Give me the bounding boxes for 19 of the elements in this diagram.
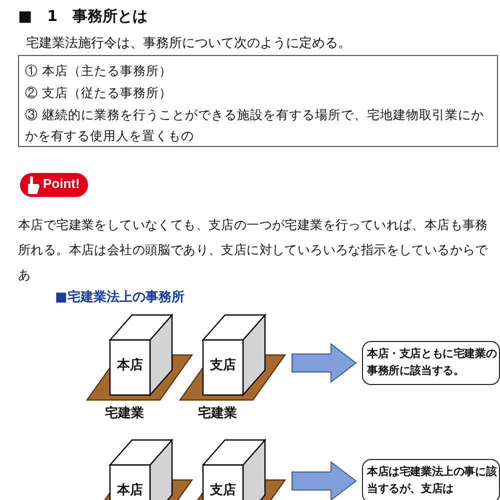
list-item: ① 本店（主たる事務所） [25, 62, 174, 80]
sentence: 宅建業法施行令は、事務所について次のように定める。 [26, 35, 352, 52]
list-item: ② 支店（従たる事務所） [25, 84, 174, 102]
building-label: 本店 [116, 356, 144, 374]
paragraph: 本店で宅建業をしていなくても、支店の一つが宅建業を行っていれば、本店も事務所れる。本店は会社の頭脳であり、支店に対していろいろな指示をしているからであ [18, 216, 489, 284]
heading: ■ 1 事務所とは [18, 7, 148, 26]
result-box: 本店・支店ともに宅建業の事務所に該当する。 [362, 341, 500, 385]
node-label: 宅建業 [105, 404, 144, 422]
badge-label: Point! [43, 176, 80, 191]
building-label: 支店 [209, 356, 237, 374]
block-arrow [292, 343, 357, 383]
definition-box [18, 55, 498, 147]
building-label: 本店 [116, 482, 144, 499]
result-box: 本店は宅建業法上の事に該当するが、支店は [362, 459, 500, 500]
list-item: ③ 継続的に業務を行うことができる施設を有する場所で、宅地建物取引業にかかを有する使用人を置くもの [25, 106, 486, 145]
node-label: 宅建業 [198, 404, 237, 422]
building-label: 支店 [209, 482, 237, 499]
section-heading: ■宅建業法上の事務所 [55, 288, 184, 306]
block-arrow [292, 461, 357, 500]
